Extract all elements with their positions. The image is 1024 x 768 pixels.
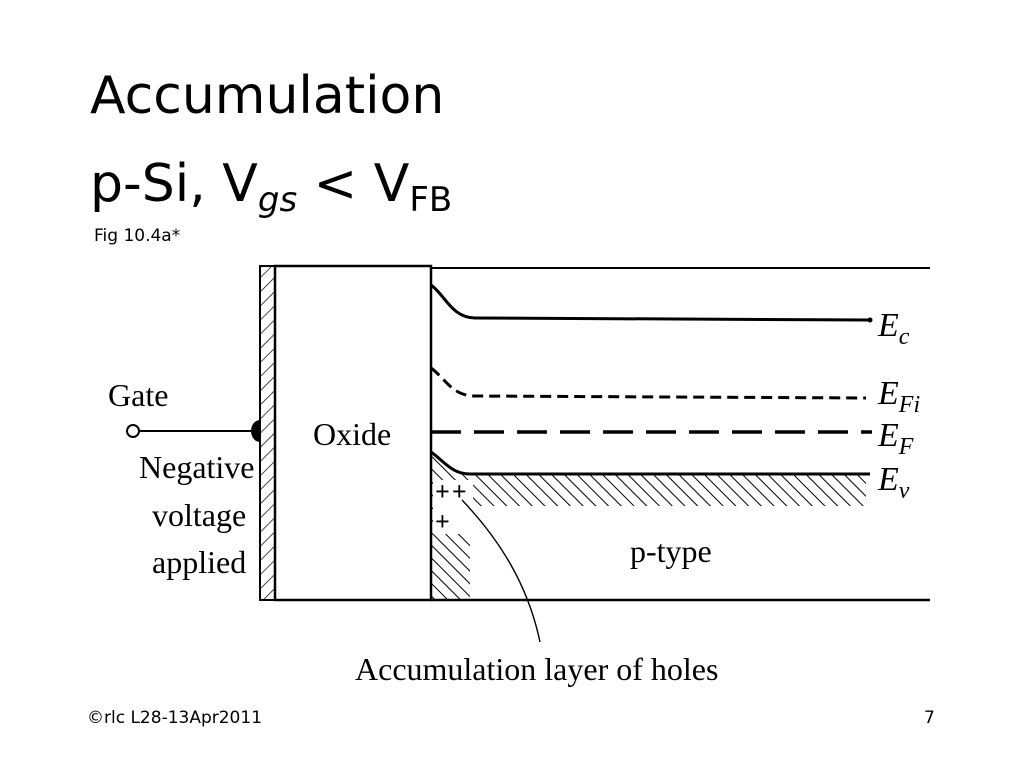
accumulation-label: Accumulation layer of holes [355,651,718,687]
slide-subtitle: p-Si, Vgs < VFB [90,158,452,217]
subtitle-sub-gs: gs [257,180,298,220]
hole-charges-row-1: ++ [435,477,469,506]
gate-label: Gate [108,377,168,413]
intrinsic-level-line [430,366,867,400]
gate-metal-hatch [259,265,276,601]
voltage-note-line-1: Negative [139,449,255,485]
gate-terminal [126,424,140,438]
oxide-label: Oxide [313,416,391,452]
accumulation-pointer [461,499,541,643]
voltage-note-line-2: voltage [152,497,246,533]
p-type-label: p-type [630,533,712,569]
accumulation-hatch-region [431,452,866,600]
charge-background [433,480,473,534]
efi-label: EFi [877,375,920,418]
page-number: 7 [924,708,935,728]
ec-label: Ec [877,307,910,350]
conduction-band-end [867,317,873,323]
voltage-note-line-3: applied [152,544,246,580]
figure-reference: Fig 10.4a* [94,226,181,246]
valence-band-line [430,450,870,476]
gate-contact [251,420,260,442]
conduction-band-line [430,283,871,322]
ef-label: EF [877,417,914,460]
ev-label: Ev [877,461,910,504]
footer-credit: ©rlc L28-13Apr2011 [87,708,263,728]
hole-charges-row-2: + [435,507,450,536]
subtitle-sub-fb: FB [409,180,453,220]
subtitle-prefix: p-Si, V [90,154,258,214]
subtitle-middle: < V [297,154,410,214]
slide-title: Accumulation [90,66,445,126]
